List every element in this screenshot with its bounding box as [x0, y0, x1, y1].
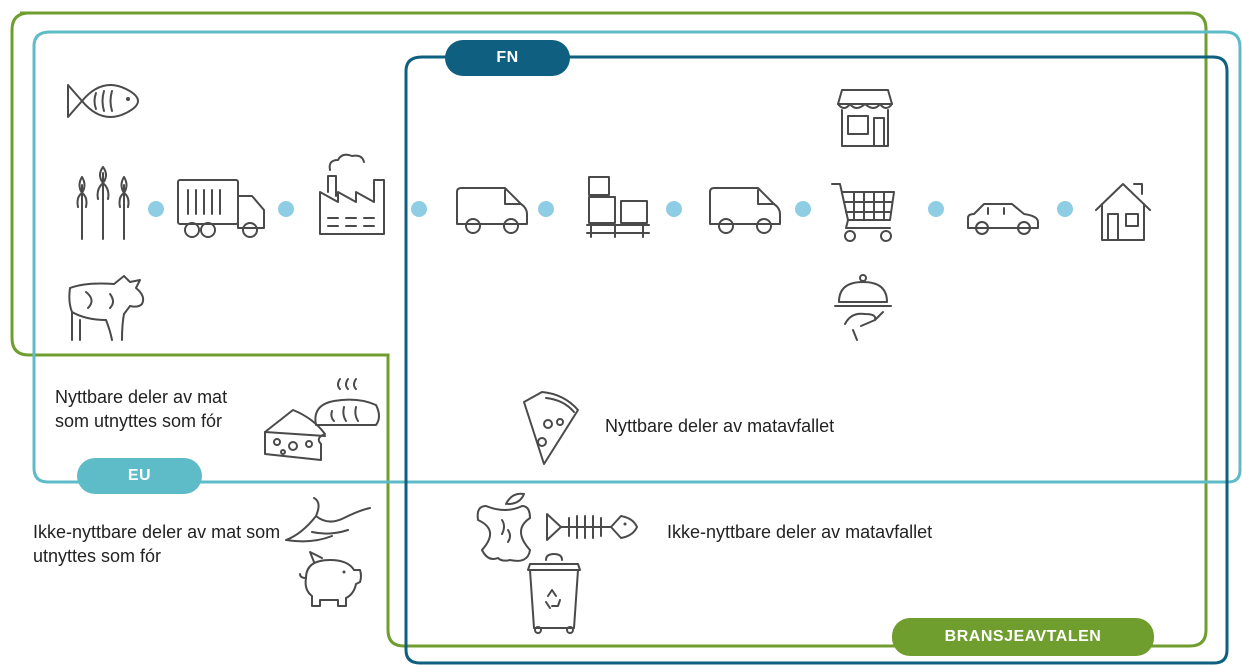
fish-icon — [66, 75, 140, 127]
cheese-icon — [263, 404, 327, 466]
fn-frame — [404, 55, 1229, 665]
cart-icon — [830, 180, 898, 244]
banana-peel-icon — [282, 496, 372, 546]
bread-icon — [310, 377, 382, 433]
bin-icon — [522, 552, 586, 634]
fish-bone-icon — [545, 510, 639, 544]
van-icon-2 — [708, 186, 782, 236]
pizza-icon — [520, 390, 582, 466]
cow-icon — [66, 270, 148, 342]
green-outer-frame — [10, 11, 1208, 648]
shop-icon — [836, 88, 894, 148]
boxes-icon — [585, 175, 651, 241]
chain-dot — [928, 201, 944, 217]
eu-badge: EU — [77, 458, 202, 494]
apple-core-icon — [474, 490, 536, 564]
chain-dot — [538, 201, 554, 217]
house-icon — [1094, 180, 1152, 242]
chain-dot — [148, 201, 164, 217]
van-icon — [455, 186, 529, 236]
cloche-icon — [833, 272, 893, 342]
chain-dot — [278, 201, 294, 217]
chain-dot — [411, 201, 427, 217]
chain-dot — [1057, 201, 1073, 217]
pig-icon — [298, 550, 364, 608]
inedible-feed-text: Ikke-nyttbare deler av mat som utnyttes … — [33, 522, 281, 566]
edible-waste-text: Nyttbare deler av matavfallet — [605, 416, 835, 436]
truck-icon — [176, 178, 268, 240]
inedible-waste-text: Ikke-nyttbare deler av matavfallet — [667, 522, 933, 542]
fn-badge: FN — [445, 40, 570, 76]
edible-feed-text: Nyttbare deler av mat som utnyttes som f… — [55, 387, 228, 431]
factory-icon — [318, 152, 390, 236]
grain-icon — [72, 165, 134, 241]
chain-dot — [795, 201, 811, 217]
car-icon — [964, 198, 1042, 238]
chain-dot — [666, 201, 682, 217]
bransjeavtalen-badge: BRANSJEAVTALEN — [892, 618, 1154, 656]
